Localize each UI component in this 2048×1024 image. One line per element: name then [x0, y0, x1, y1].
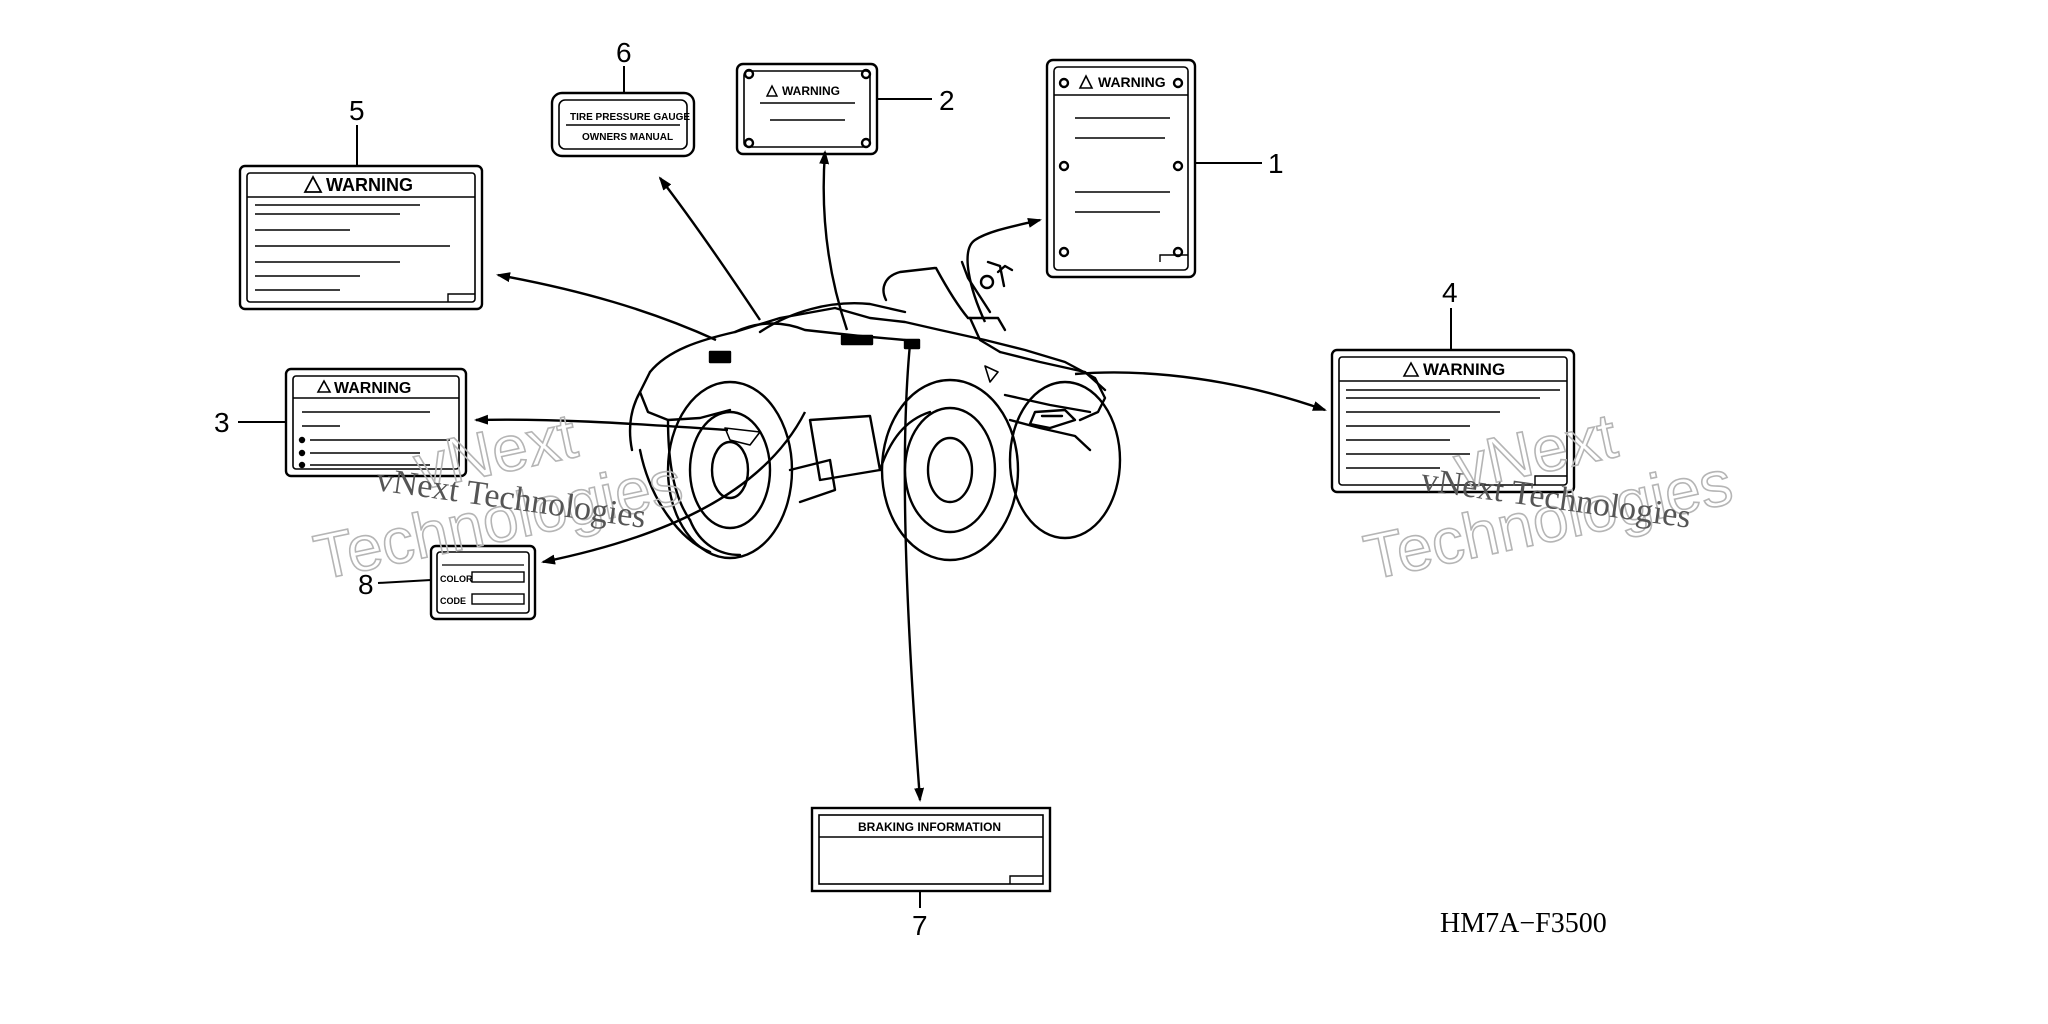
label-1-warning-text: WARNING [1098, 74, 1166, 90]
label-8-color-code-plate [429, 544, 537, 621]
label-3-warning-text: WARNING [334, 380, 411, 397]
label-6-line-2: OWNERS MANUAL [582, 132, 673, 143]
callout-4: 4 [1442, 277, 1458, 308]
callout-3: 3 [214, 407, 230, 438]
callout-lines [238, 66, 1452, 908]
atv-illustration [628, 260, 1122, 562]
diagram-code: HM7A−F3500 [1440, 908, 1607, 939]
callout-1: 1 [1268, 148, 1284, 179]
label-7-braking-plate [810, 806, 1052, 893]
callout-6: 6 [616, 37, 632, 68]
label-5-warning-text: WARNING [326, 175, 413, 195]
callout-5: 5 [349, 95, 365, 126]
callout-2: 2 [939, 85, 955, 116]
leader-arrows [474, 150, 1327, 802]
label-2-warning-plate [735, 62, 879, 156]
label-7-braking-text: BRAKING INFORMATION [858, 820, 1001, 834]
label-6-line-1: TIRE PRESSURE GAUGE [570, 112, 690, 123]
label-8-color-text: COLOR [440, 574, 473, 584]
callout-8: 8 [358, 569, 374, 600]
callout-7: 7 [912, 910, 928, 941]
label-4-warning-text: WARNING [1423, 360, 1505, 379]
label-1-warning-plate [1045, 58, 1197, 279]
label-2-warning-text: WARNING [782, 84, 840, 98]
label-6-tire-pressure-plate [550, 91, 696, 158]
label-8-code-text: CODE [440, 596, 466, 606]
label-4-warning-plate [1330, 348, 1576, 494]
watermark-right: vNext Technologies vNext Technologies [1357, 398, 1739, 594]
label-5-warning-plate [238, 164, 484, 311]
